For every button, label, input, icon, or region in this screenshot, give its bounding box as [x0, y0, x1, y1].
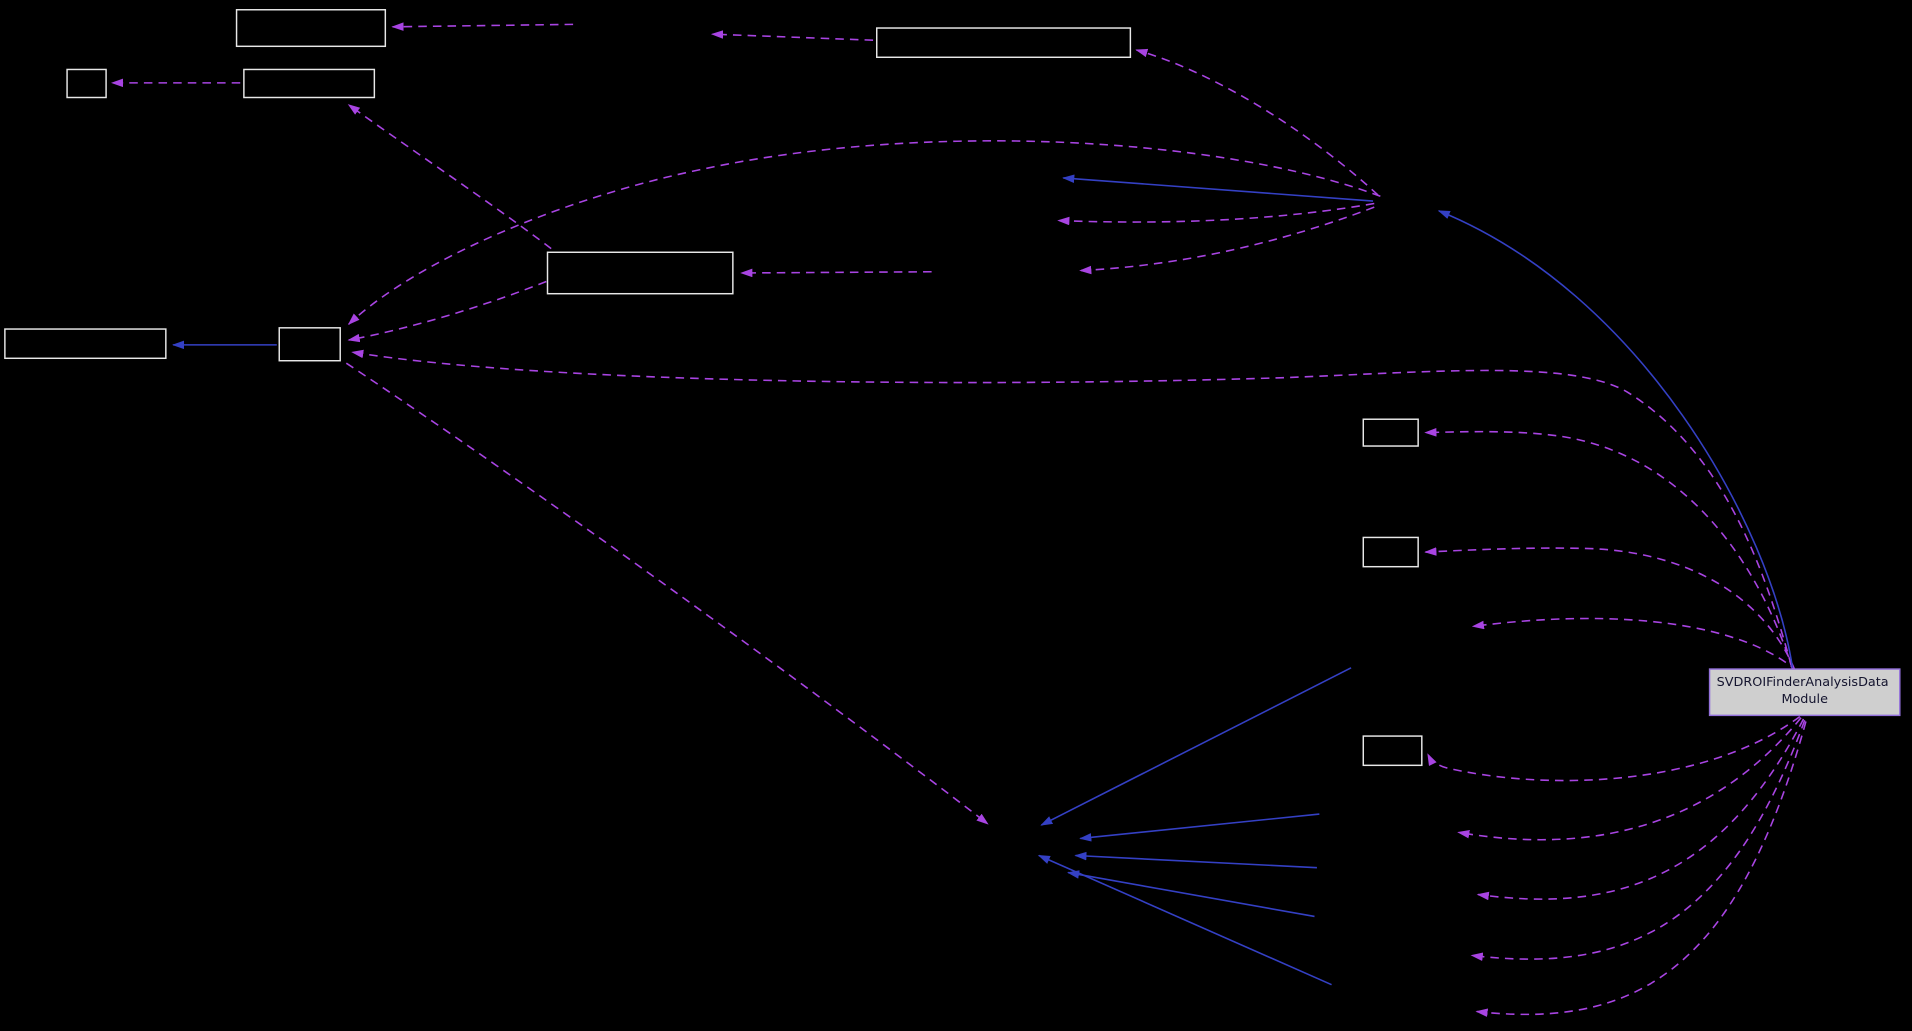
graph-node[interactable]: [1362, 418, 1419, 447]
dependency-edge: [1427, 715, 1801, 782]
highlight-node-label-line1: SVDROIFinderAnalysisData: [1717, 675, 1889, 690]
graph-node[interactable]: [1362, 735, 1423, 767]
inheritance-edge: [1066, 870, 1315, 918]
graph-node[interactable]: [66, 68, 107, 99]
dependency-edge: [710, 30, 874, 42]
dependency-edge: [1475, 721, 1807, 1017]
dependency-edge: [391, 22, 574, 31]
dependency-edge: [1135, 48, 1379, 196]
highlight-node-svdroifinderanalysisdata-module[interactable]: SVDROIFinderAnalysisData Module: [1708, 668, 1901, 717]
inheritance-edge: [1074, 851, 1317, 869]
dependency-edge: [1079, 206, 1375, 275]
dependency-edge: [1057, 202, 1375, 226]
dependency-edge: [1457, 717, 1802, 841]
graph-node[interactable]: [876, 27, 1132, 59]
dependency-edge: [1470, 719, 1806, 961]
graph-node[interactable]: [4, 328, 167, 360]
dependency-edge: [347, 140, 1381, 326]
dependency-edge: [347, 104, 552, 250]
dependency-edge: [351, 349, 1793, 666]
dependency-edge: [347, 280, 547, 343]
inheritance-edge: [1040, 667, 1352, 826]
node-layer: [4, 9, 1423, 767]
highlight-node-label: SVDROIFinderAnalysisData Module: [1717, 675, 1893, 707]
inheritance-edge: [1437, 210, 1794, 668]
highlight-node-label-line2: Module: [1781, 692, 1828, 707]
dependency-edge: [1424, 428, 1794, 670]
inheritance-edge: [1037, 854, 1332, 986]
graph-node[interactable]: [243, 68, 376, 99]
dependency-edge: [1424, 547, 1796, 671]
graph-node[interactable]: [278, 327, 341, 362]
dependency-edge: [740, 268, 932, 278]
graph-node[interactable]: [546, 251, 734, 295]
dependency-edge: [1476, 718, 1805, 901]
graph-node[interactable]: [235, 9, 387, 48]
inheritance-edge: [1062, 174, 1374, 202]
dependency-edge: [1471, 617, 1798, 673]
graph-node[interactable]: [1362, 536, 1419, 568]
highlight-node-box[interactable]: [1708, 668, 1901, 717]
edge-layer: [110, 22, 1807, 1017]
inheritance-edge: [1079, 813, 1320, 842]
dependency-edge: [345, 362, 989, 825]
